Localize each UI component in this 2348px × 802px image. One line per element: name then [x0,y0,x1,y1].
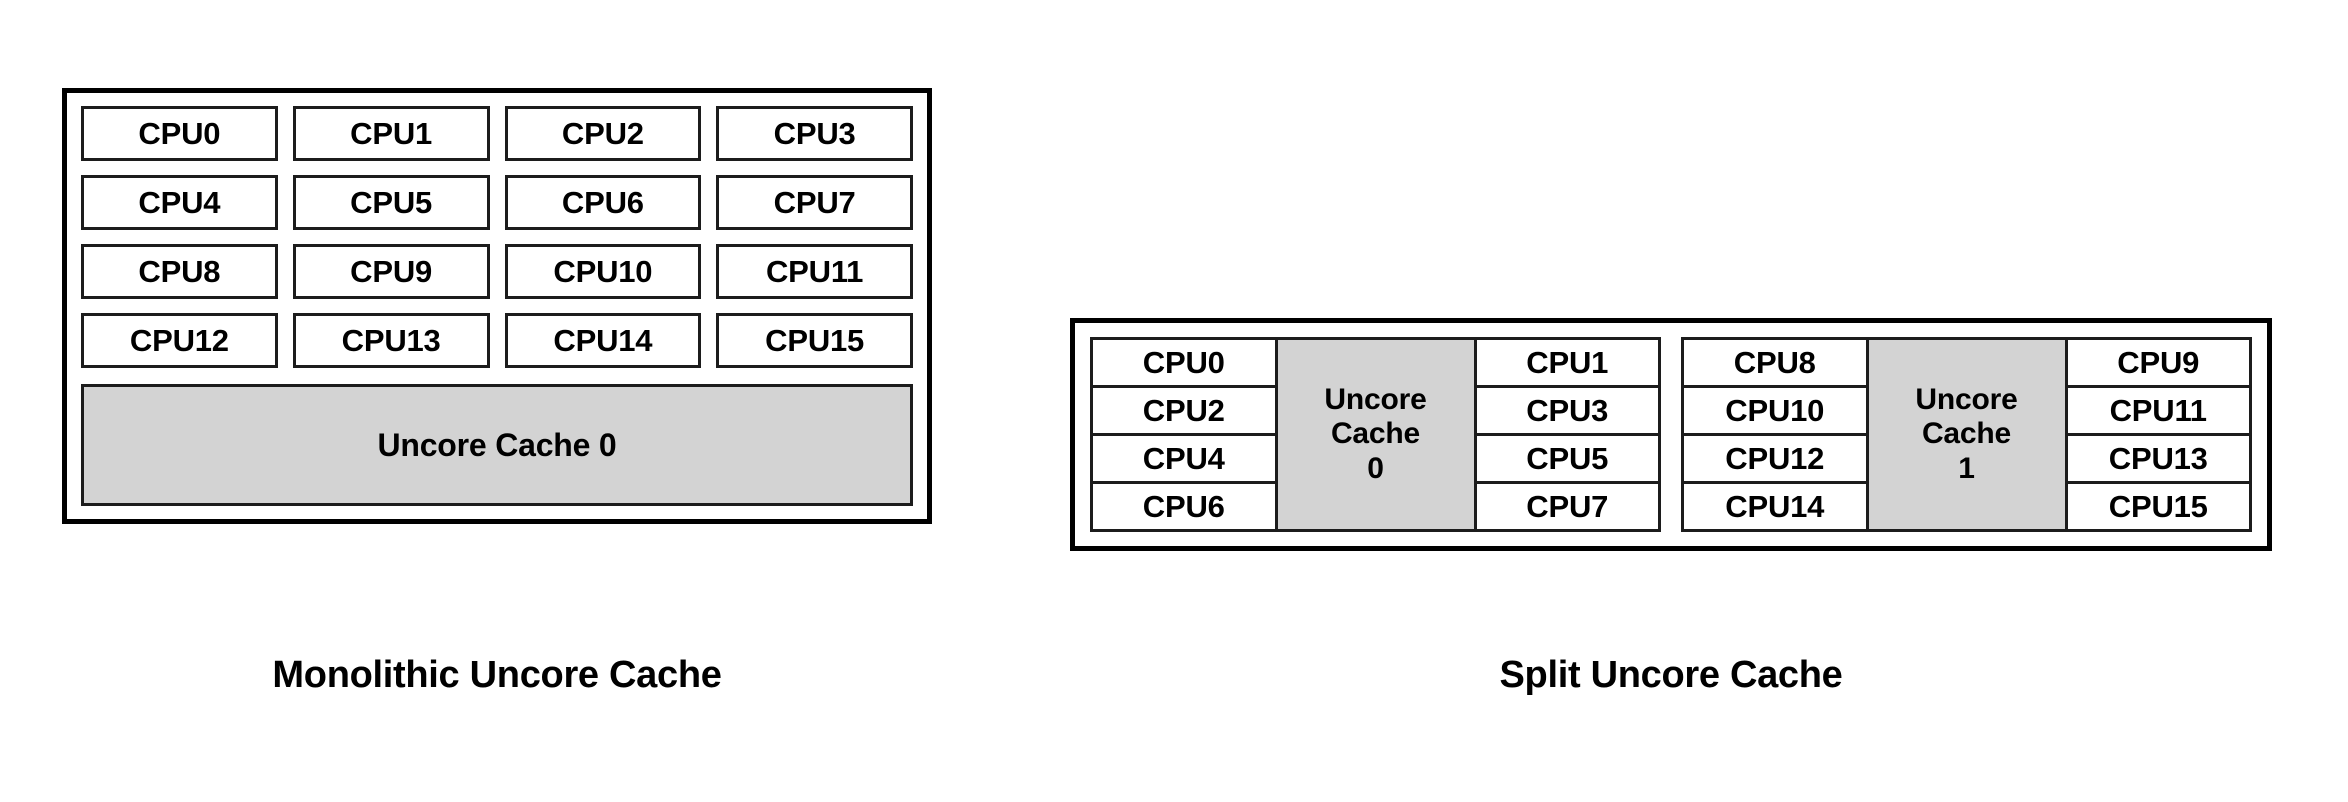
uncore-cache-label-line2: Cache [1330,417,1421,451]
uncore-cache-label-line1: Uncore [1324,382,1427,416]
cpu-box: CPU12 [1684,436,1866,484]
cpu-box: CPU10 [1684,388,1866,436]
split-figure: CPU0 CPU2 CPU4 CPU6 Uncore Cache 0 CPU1 … [1070,318,2272,551]
monolithic-figure: CPU0 CPU1 CPU2 CPU3 CPU4 CPU5 CPU6 CPU7 … [62,88,932,524]
uncore-cache-label-line3: 1 [1958,451,1975,485]
cpu-box: CPU5 [292,175,490,230]
cpu-box: CPU14 [1684,484,1866,529]
cpu-box: CPU8 [81,244,278,299]
cpu-box: CPU9 [2067,340,2249,388]
cpu-box: CPU10 [504,244,702,299]
cpu-box: CPU6 [504,175,702,230]
uncore-cache-block: Uncore Cache 1 [1865,340,2068,529]
cpu-box: CPU8 [1684,340,1866,388]
monolithic-package-frame: CPU0 CPU1 CPU2 CPU3 CPU4 CPU5 CPU6 CPU7 … [62,88,932,524]
uncore-cache-block: Uncore Cache 0 [1274,340,1477,529]
uncore-cache-label-line1: Uncore [1915,382,2018,416]
cpu-box: CPU4 [1093,436,1275,484]
cpu-box: CPU4 [81,175,278,230]
uncore-cache-block: Uncore Cache 0 [81,384,913,506]
cpu-box: CPU3 [1476,388,1658,436]
cpu-box: CPU2 [504,106,702,161]
tile-left-cpu-column: CPU8 CPU10 CPU12 CPU14 [1684,340,1866,529]
cpu-box: CPU7 [1476,484,1658,529]
cpu-box: CPU15 [716,313,913,368]
cpu-box: CPU14 [504,313,702,368]
split-tile-row: CPU0 CPU2 CPU4 CPU6 Uncore Cache 0 CPU1 … [1090,337,2252,532]
uncore-cache-label-line3: 0 [1367,451,1384,485]
cpu-box: CPU11 [2067,388,2249,436]
monolithic-cpu-grid: CPU0 CPU1 CPU2 CPU3 CPU4 CPU5 CPU6 CPU7 … [81,106,913,368]
cpu-box: CPU5 [1476,436,1658,484]
cpu-box: CPU9 [292,244,490,299]
cpu-box: CPU1 [1476,340,1658,388]
tile-right-cpu-column: CPU1 CPU3 CPU5 CPU7 [1476,340,1658,529]
split-tile: CPU8 CPU10 CPU12 CPU14 Uncore Cache 1 CP… [1681,337,2252,532]
split-caption: Split Uncore Cache [1499,654,1843,696]
monolithic-caption: Monolithic Uncore Cache [272,654,722,696]
tile-right-cpu-column: CPU9 CPU11 CPU13 CPU15 [2067,340,2249,529]
uncore-cache-label-line2: Cache [1921,417,2012,451]
split-tile: CPU0 CPU2 CPU4 CPU6 Uncore Cache 0 CPU1 … [1090,337,1661,532]
cpu-box: CPU7 [716,175,913,230]
cpu-box: CPU15 [2067,484,2249,529]
cpu-box: CPU1 [292,106,490,161]
cpu-box: CPU0 [81,106,278,161]
cpu-box: CPU12 [81,313,278,368]
cpu-box: CPU2 [1093,388,1275,436]
cpu-box: CPU0 [1093,340,1275,388]
cpu-box: CPU13 [2067,436,2249,484]
split-package-frame: CPU0 CPU2 CPU4 CPU6 Uncore Cache 0 CPU1 … [1070,318,2272,551]
cpu-box: CPU6 [1093,484,1275,529]
cpu-box: CPU3 [716,106,913,161]
cpu-box: CPU11 [716,244,913,299]
cpu-box: CPU13 [292,313,490,368]
tile-left-cpu-column: CPU0 CPU2 CPU4 CPU6 [1093,340,1275,529]
